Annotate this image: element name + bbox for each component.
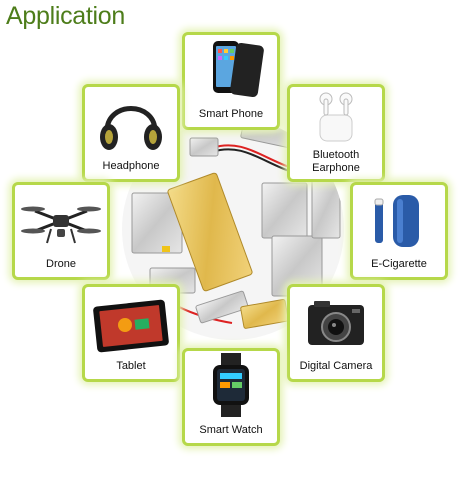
page-title: Application: [6, 2, 126, 30]
card-digital-camera: Digital Camera: [287, 284, 385, 382]
card-label: Smart Phone: [198, 108, 264, 120]
smartphone-icon: [213, 41, 264, 98]
card-label: Tablet: [116, 360, 146, 372]
card-label: Headphone: [102, 160, 160, 172]
e-cigarette-icon: [374, 195, 419, 247]
camera-icon: [308, 301, 364, 345]
label-line-2: Earphone: [312, 162, 360, 174]
card-smart-watch: Smart Watch: [182, 348, 280, 446]
card-tablet: Tablet: [82, 284, 180, 382]
card-label: Bluetooth Earphone: [290, 149, 382, 175]
tablet-icon: [93, 299, 169, 353]
earbuds-icon: [319, 92, 353, 142]
card-label: E-Cigarette: [371, 258, 427, 270]
card-drone: Drone: [12, 182, 110, 280]
drone-icon: [21, 206, 101, 244]
headphone-icon: [100, 106, 162, 150]
card-label: Smart Watch: [199, 424, 263, 436]
card-e-cigarette: E-Cigarette: [350, 182, 448, 280]
card-label: Digital Camera: [299, 360, 373, 372]
card-headphone: Headphone: [82, 84, 180, 182]
card-label: Drone: [46, 258, 76, 270]
card-smart-phone: Smart Phone: [182, 32, 280, 130]
label-line-1: Bluetooth: [312, 149, 360, 161]
smartwatch-icon: [213, 353, 249, 417]
card-bluetooth-earphone: Bluetooth Earphone: [287, 84, 385, 182]
